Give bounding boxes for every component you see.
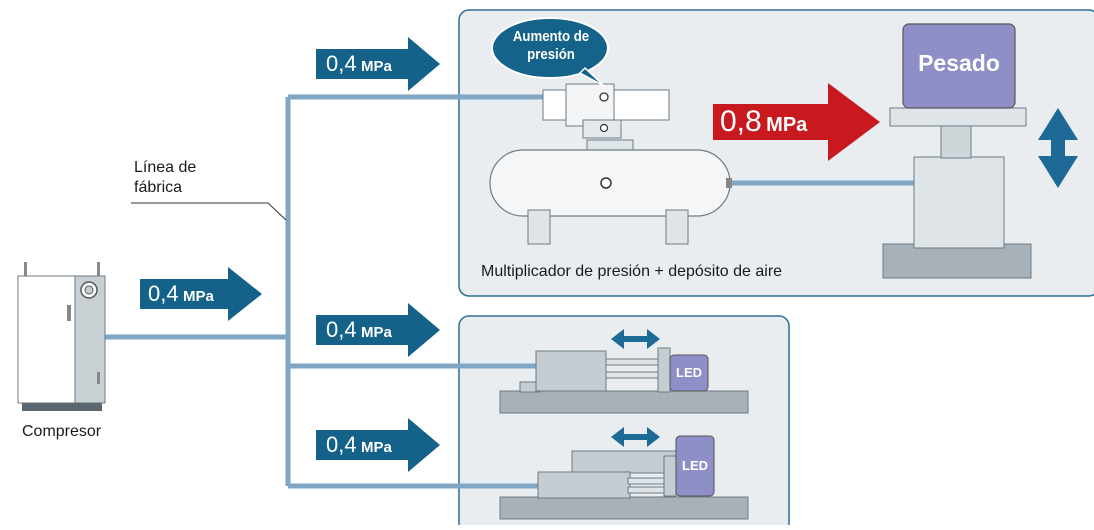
pressure-value: 0,4 bbox=[326, 317, 357, 342]
pressure-label-to-booster: 0,4 MPa bbox=[326, 51, 392, 77]
factory-pipe-network bbox=[104, 94, 917, 489]
pressure-arrow-branch-3 bbox=[316, 418, 440, 472]
compressor bbox=[17, 262, 106, 411]
factory-line-label-1: Línea de bbox=[134, 159, 197, 176]
pressure-unit: MPa bbox=[361, 439, 392, 456]
pressure-value: 0,4 bbox=[326, 51, 357, 76]
actuator-1 bbox=[499, 329, 749, 414]
led-label-1: LED bbox=[676, 365, 702, 380]
booster-valve bbox=[542, 83, 670, 139]
pressure-bubble bbox=[491, 17, 609, 87]
factory-line-leader bbox=[131, 202, 287, 221]
compressor-label: Compresor bbox=[22, 423, 102, 440]
pressure-label-branch-2: 0,4 MPa bbox=[326, 317, 392, 343]
pressure-unit: MPa bbox=[766, 114, 808, 136]
factory-line-label: Línea de fábrica bbox=[134, 158, 196, 198]
weighing-press bbox=[882, 23, 1032, 279]
pressure-label-branch-3: 0,4 MPa bbox=[326, 432, 392, 458]
pressure-value: 0,4 bbox=[148, 281, 179, 306]
pressure-unit: MPa bbox=[183, 288, 214, 305]
pressure-arrow-compressor bbox=[140, 267, 262, 321]
bubble-text: Aumento de presión bbox=[503, 28, 600, 64]
boosted-pressure-label: 0,8 MPa bbox=[720, 105, 807, 139]
weigh-label: Pesado bbox=[918, 50, 1000, 76]
bubble-line-2: presión bbox=[527, 46, 575, 63]
bubble-line-1: Aumento de bbox=[512, 28, 590, 45]
pressure-unit: MPa bbox=[361, 324, 392, 341]
actuator-2 bbox=[499, 427, 749, 520]
updown-arrow-icon bbox=[1038, 108, 1078, 188]
horizontal-arrow-icon bbox=[611, 427, 660, 447]
pressure-label-compressor: 0,4 MPa bbox=[148, 281, 214, 307]
horizontal-arrow-icon bbox=[611, 329, 660, 349]
boosted-pressure-arrow bbox=[713, 83, 880, 161]
pressure-arrow-to-booster bbox=[316, 37, 440, 91]
pressure-value: 0,8 bbox=[720, 105, 762, 138]
air-tank bbox=[489, 139, 732, 245]
booster-caption: Multiplicador de presión + depósito de a… bbox=[481, 263, 783, 280]
pressure-value: 0,4 bbox=[326, 432, 357, 457]
led-label-2: LED bbox=[682, 458, 708, 473]
pressure-arrow-branch-2 bbox=[316, 303, 440, 357]
factory-line-label-2: fábrica bbox=[134, 179, 183, 196]
pressure-unit: MPa bbox=[361, 58, 392, 75]
